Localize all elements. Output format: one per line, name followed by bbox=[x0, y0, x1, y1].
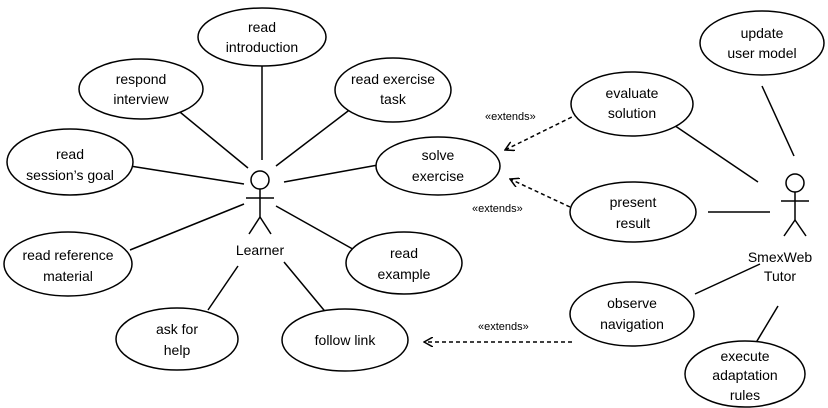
use-case-ellipse bbox=[78, 58, 204, 120]
use-case-label-line1: read reference bbox=[22, 247, 113, 263]
use-case-label-line2: interview bbox=[113, 91, 169, 107]
use-case-ellipse bbox=[334, 57, 452, 123]
extends-label-present: «extends» bbox=[472, 203, 523, 215]
use-case-ellipse bbox=[281, 308, 409, 372]
assoc-ask-for-help bbox=[207, 265, 239, 311]
stick-figure-icon bbox=[781, 173, 809, 237]
extends-dependencies: «extends» «extends» «extends» bbox=[424, 111, 579, 342]
use-case-read-exercise-task: read exercise task bbox=[334, 57, 452, 123]
use-case-present-result: present result bbox=[569, 181, 697, 243]
use-case-ask-for-help: ask for help bbox=[115, 307, 239, 371]
use-case-label-line2: exercise bbox=[412, 168, 464, 184]
use-case-label-line1: follow link bbox=[315, 332, 377, 348]
use-case-label-line1: read bbox=[248, 19, 276, 35]
use-case-label-line2: solution bbox=[608, 105, 656, 121]
use-case-label-line2: result bbox=[616, 215, 650, 231]
use-case-evaluate-solution: evaluate solution bbox=[570, 71, 694, 137]
actor-smexweb-tutor: SmexWeb Tutor bbox=[748, 173, 813, 284]
use-case-execute-adaptation-rules: execute adaptation rules bbox=[684, 340, 806, 408]
use-case-label-line2: user model bbox=[727, 45, 796, 61]
use-case-label-line1: execute bbox=[720, 348, 769, 364]
use-case-label-line2: help bbox=[164, 342, 191, 358]
actor-label-line1: SmexWeb bbox=[748, 249, 813, 265]
use-case-ellipse bbox=[569, 181, 697, 243]
use-case-label-line1: update bbox=[741, 25, 784, 41]
use-case-label-line3: rules bbox=[730, 387, 760, 403]
use-case-update-user-model: update user model bbox=[699, 10, 825, 76]
use-case-label-line1: read bbox=[390, 245, 418, 261]
use-case-read-sessions-goal: read session’s goal bbox=[6, 128, 134, 196]
use-case-label-line2: material bbox=[43, 268, 93, 284]
use-case-observe-navigation: observe navigation bbox=[569, 281, 695, 347]
use-case-ellipse bbox=[345, 231, 463, 295]
use-case-ellipse bbox=[699, 10, 825, 76]
use-case-label-line1: solve bbox=[422, 147, 455, 163]
use-case-follow-link: follow link bbox=[281, 308, 409, 372]
actor-label: Learner bbox=[236, 242, 285, 258]
use-case-read-reference-material: read reference material bbox=[3, 231, 133, 297]
assoc-observe-navigation bbox=[694, 263, 761, 295]
use-case-label-line2: introduction bbox=[226, 39, 298, 55]
use-case-ellipse bbox=[6, 128, 134, 196]
use-case-read-introduction: read introduction bbox=[197, 7, 327, 67]
use-case-label-line1: present bbox=[610, 194, 657, 210]
learner-associations bbox=[129, 65, 379, 316]
use-case-label-line2: navigation bbox=[600, 316, 664, 332]
assoc-read-sessions-goal bbox=[129, 165, 245, 185]
use-case-ellipse bbox=[115, 307, 239, 371]
use-case-label-line1: read exercise bbox=[351, 71, 435, 87]
use-case-ellipse bbox=[569, 281, 695, 347]
tutor-associations bbox=[661, 85, 795, 347]
actor-label-line2: Tutor bbox=[764, 268, 796, 284]
use-case-ellipse bbox=[197, 7, 327, 67]
use-case-label-line2: session’s goal bbox=[26, 167, 114, 183]
use-case-label-line1: ask for bbox=[156, 321, 198, 337]
actor-learner: Learner bbox=[236, 170, 285, 258]
use-case-read-example: read example bbox=[345, 231, 463, 295]
assoc-execute-adaptation-rules bbox=[753, 305, 779, 347]
use-case-ellipse bbox=[3, 231, 133, 297]
use-case-ellipse bbox=[375, 136, 501, 196]
use-case-ellipse bbox=[684, 340, 806, 408]
assoc-solve-exercise bbox=[283, 164, 379, 183]
assoc-read-example bbox=[275, 205, 359, 253]
use-case-label-line1: respond bbox=[116, 71, 167, 87]
use-case-label-line1: evaluate bbox=[606, 85, 659, 101]
assoc-read-reference-material bbox=[129, 203, 245, 251]
use-case-solve-exercise: solve exercise bbox=[375, 136, 501, 196]
use-case-respond-interview: respond interview bbox=[78, 58, 204, 120]
extends-label-evaluate: «extends» bbox=[485, 111, 536, 123]
use-case-ellipse bbox=[570, 71, 694, 137]
use-case-label-line2: task bbox=[380, 91, 407, 107]
assoc-read-exercise-task bbox=[275, 107, 353, 167]
assoc-follow-link bbox=[283, 261, 329, 316]
use-case-label-line1: read bbox=[56, 146, 84, 162]
use-case-label-line2: adaptation bbox=[712, 367, 777, 383]
extends-label-observe: «extends» bbox=[478, 321, 529, 333]
assoc-respond-interview bbox=[174, 107, 249, 169]
use-case-label-line2: example bbox=[378, 266, 431, 282]
assoc-evaluate-solution bbox=[661, 116, 759, 183]
use-case-label-line1: observe bbox=[607, 295, 657, 311]
stick-figure-icon bbox=[246, 170, 274, 235]
assoc-update-user-model bbox=[761, 85, 795, 157]
